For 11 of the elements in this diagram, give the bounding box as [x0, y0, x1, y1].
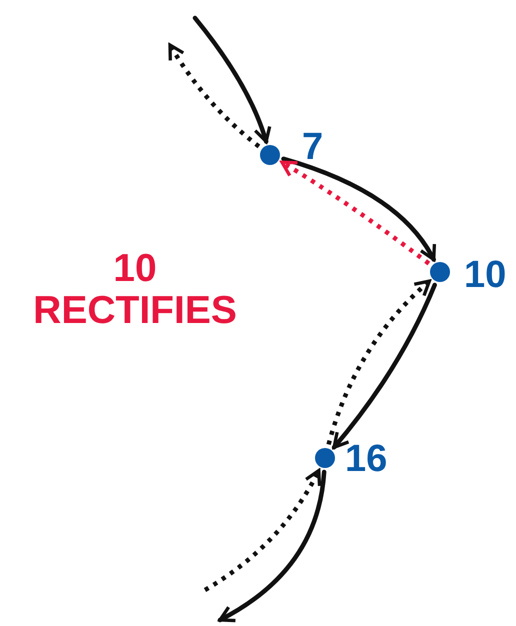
point-dot — [315, 448, 335, 468]
point-number: 16 — [345, 440, 388, 478]
arrow — [218, 470, 326, 622]
point-dot — [260, 145, 280, 165]
arrow — [192, 16, 271, 144]
point-dot — [430, 262, 450, 282]
point-number: 10 — [464, 256, 506, 294]
dotted-arrow — [168, 43, 260, 148]
note-text: 10 RECTIFIES — [32, 248, 238, 332]
point-number: 7 — [302, 128, 324, 166]
dotted-arrow — [204, 468, 321, 592]
